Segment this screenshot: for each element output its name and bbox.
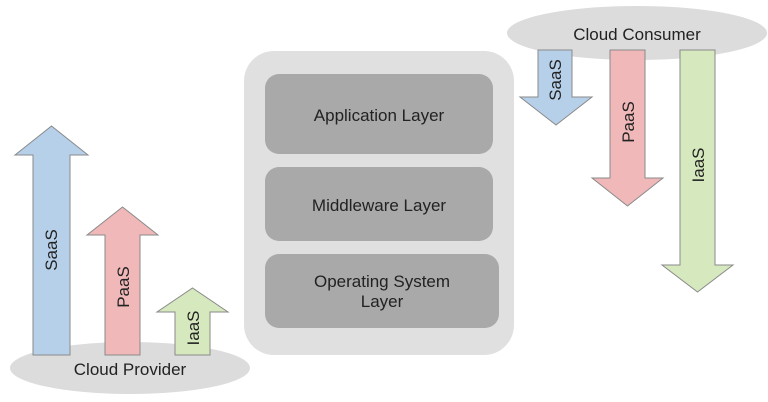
consumer-iaas-label: IaaS <box>689 148 708 183</box>
application-layer-label: Application Layer <box>314 106 445 125</box>
provider-paas-label: PaaS <box>114 266 133 308</box>
cloud-provider-label: Cloud Provider <box>74 360 187 379</box>
os-layer-box <box>265 254 499 328</box>
consumer-iaas-arrow <box>660 49 735 293</box>
provider-saas-arrow <box>13 125 90 356</box>
consumer-saas-arrow <box>518 49 594 126</box>
os-layer-label-line2: Layer <box>361 292 404 311</box>
middleware-layer-label: Middleware Layer <box>312 196 447 215</box>
os-layer-label-line1: Operating System <box>314 272 450 291</box>
provider-paas-arrow <box>85 206 160 356</box>
consumer-paas-label: PaaS <box>619 101 638 143</box>
application-layer-box <box>265 74 493 154</box>
middleware-layer-box <box>265 167 493 241</box>
consumer-saas-label: SaaS <box>546 59 565 101</box>
consumer-paas-arrow <box>590 49 665 207</box>
cloud-consumer-label: Cloud Consumer <box>573 25 701 44</box>
provider-saas-label: SaaS <box>42 229 61 271</box>
provider-iaas-label: IaaS <box>184 311 203 346</box>
cloud-consumer-ellipse <box>507 6 767 60</box>
provider-iaas-arrow <box>155 287 230 356</box>
